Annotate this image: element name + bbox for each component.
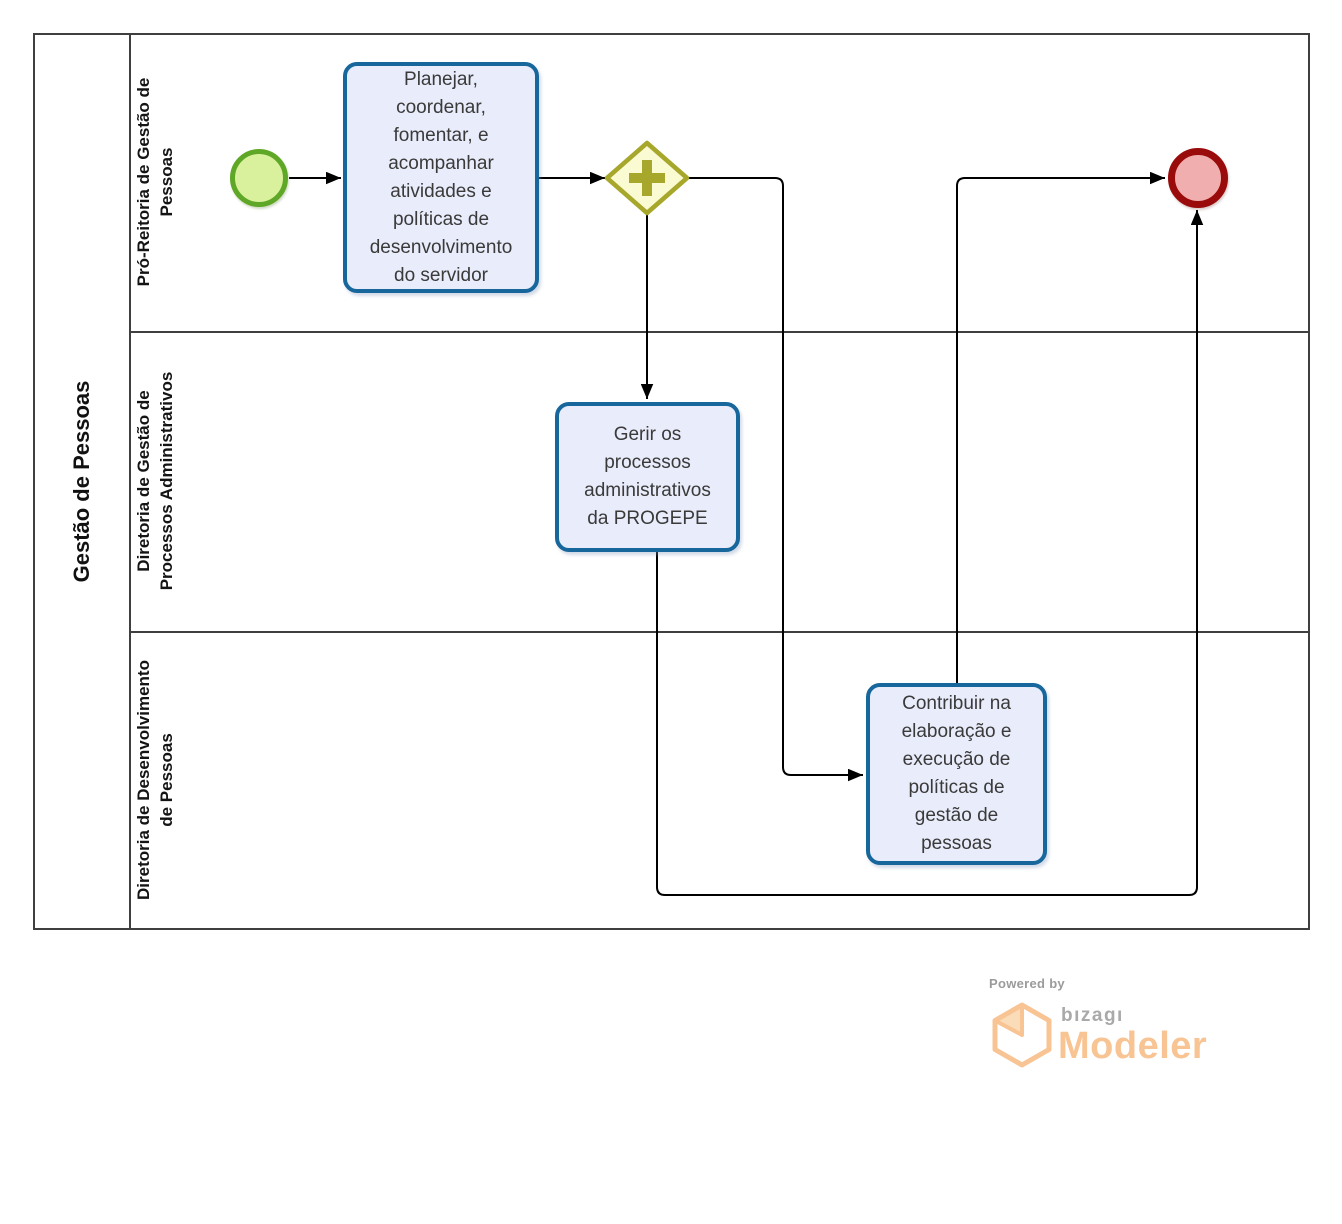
modeler-wordmark: Modeler	[1058, 1025, 1208, 1067]
end-event[interactable]	[1168, 148, 1228, 208]
task-planejar[interactable]: Planejar, coordenar, fomentar, e acompan…	[343, 62, 539, 293]
powered-by-label: Powered by	[989, 976, 1065, 991]
task-contribuir[interactable]: Contribuir na elaboração e execução de p…	[866, 683, 1047, 865]
lane-label-text: Pró-Reitoria de Gestão de Pessoas	[134, 77, 176, 287]
lane-label-pro-reitoria: Pró-Reitoria de Gestão de Pessoas	[133, 33, 177, 331]
task-gerir[interactable]: Gerir os processos administrativos da PR…	[555, 402, 740, 552]
start-event[interactable]	[230, 149, 288, 207]
lane-label-diretoria-desenvolvimento: Diretoria de Desenvolvimento de Pessoas	[133, 631, 177, 929]
pool-title: Gestão de Pessoas	[69, 380, 94, 583]
lane-label-text: Diretoria de Desenvolvimento de Pessoas	[134, 660, 176, 900]
pool-title-strip	[33, 33, 131, 930]
lane-divider-2	[131, 631, 1310, 633]
lane-divider-1	[131, 331, 1310, 333]
bizagi-modeler-logo[interactable]: Powered by bızagı Modeler	[985, 972, 1265, 1080]
plus-icon	[629, 160, 665, 196]
bizagi-hexagon-icon	[992, 1002, 1052, 1068]
lane-label-text: Diretoria de Gestão de Processos Adminis…	[134, 371, 176, 591]
bizagi-wordmark: bızagı	[1061, 1005, 1124, 1026]
pool-gestao-de-pessoas	[33, 33, 1310, 930]
lane-label-diretoria-processos: Diretoria de Gestão de Processos Adminis…	[133, 331, 177, 631]
parallel-gateway[interactable]	[603, 139, 691, 217]
